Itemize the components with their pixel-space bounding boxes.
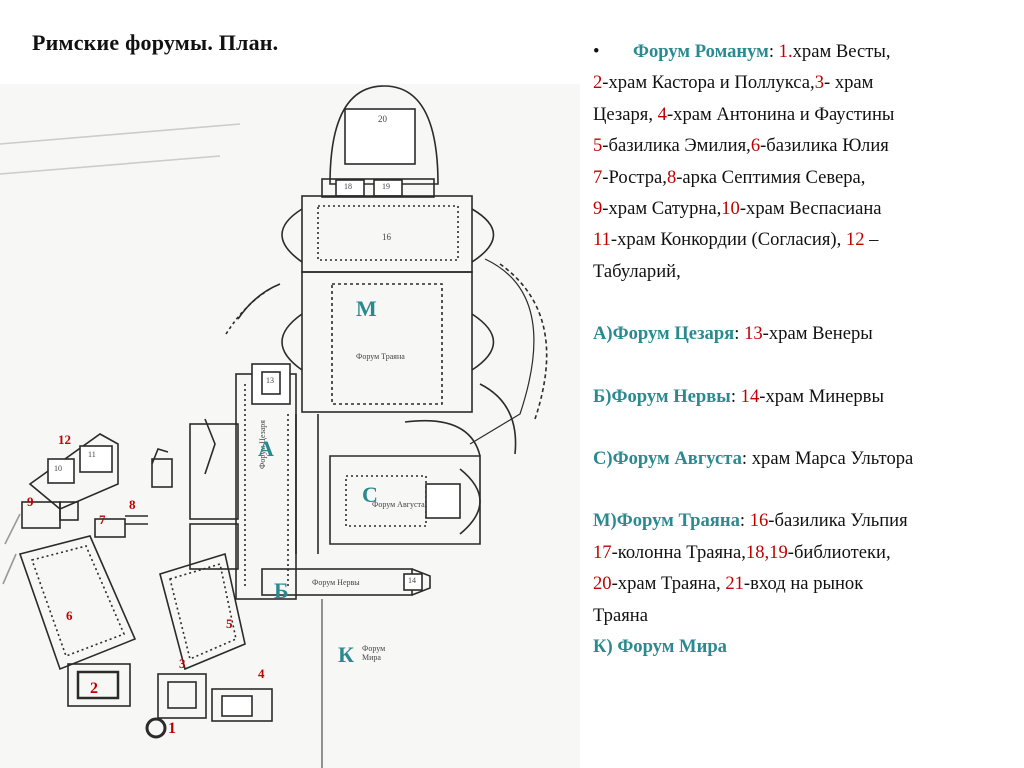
plan-number-6: 6 [66, 608, 73, 623]
plan-label-forum-mira-1: Форум [362, 644, 386, 653]
legend-romanum-line-3: Цезаря, 4-храм Антонина и Фаустины [593, 99, 1013, 130]
plan-letter-k: К [338, 642, 354, 667]
plan-label-10: 10 [54, 464, 62, 473]
plan-letter-a: А [258, 436, 274, 461]
plan-label-18: 18 [344, 182, 352, 191]
plan-number-8: 8 [129, 497, 136, 512]
legend-num: 20 [593, 573, 612, 595]
legend-nerva: Б)Форум Нервы: 14-храм Минервы [593, 381, 1013, 412]
legend-num: 8 [666, 166, 677, 188]
legend-num: 21 [725, 573, 744, 595]
plan-number-5: 5 [226, 616, 233, 631]
legend-text: -колонна Траяна, [611, 541, 746, 563]
legend-trajan-line-4: Траяна [593, 604, 648, 626]
legend-peace-header: К) Форум Мира [593, 636, 727, 658]
forum-plan-drawing [0, 84, 580, 768]
legend-augustus-header: С)Форум Августа [593, 448, 742, 470]
plan-label-16: 16 [382, 232, 391, 242]
legend-num: 4 [657, 103, 667, 125]
plan-letter-m: М [356, 296, 377, 321]
legend-num: 2 [593, 72, 603, 94]
legend-text: храм Весты, [792, 41, 891, 62]
legend-augustus: С)Форум Августа: храм Марса Ультора [593, 443, 1013, 474]
plan-label-forum-nervy: Форум Нервы [312, 578, 360, 587]
legend-text: : [730, 385, 741, 407]
legend-trajan-header: М)Форум Траяна [593, 510, 740, 532]
legend-text: -храм Конкордии (Согласия), [610, 229, 846, 251]
plan-number-1: 1 [168, 720, 176, 737]
plan-label-13: 13 [266, 376, 274, 385]
legend-text: -арка Септимия Севера, [676, 166, 866, 188]
legend-num: 18,19 [745, 541, 788, 563]
legend-text: -базилика Юлия [760, 135, 889, 157]
legend-text: -храм Кастора и Поллукса, [602, 72, 815, 94]
legend-num: 5 [593, 135, 603, 157]
legend-romanum-header: Форум Романум [633, 41, 769, 62]
legend-text: -храм Минервы [759, 385, 884, 407]
legend-text: -храм Антонина и Фаустины [666, 103, 895, 125]
legend-romanum-line-6: 9-храм Сатурна,10-храм Веспасиана [593, 193, 1013, 224]
plan-number-3: 3 [179, 656, 186, 671]
plan-label-forum-traiana: Форум Траяна [356, 352, 405, 361]
legend-num: 17 [593, 541, 612, 563]
plan-label-11: 11 [88, 450, 96, 459]
legend-text: : [734, 323, 745, 345]
temple-trajan [329, 85, 439, 185]
plan-letter-c: С [362, 482, 378, 507]
legend-num: 3 [814, 72, 824, 94]
legend-num: 13 [744, 323, 763, 345]
legend-peace: К) Форум Мира [593, 631, 1013, 662]
legend-romanum-line-8: Табуларий, [593, 260, 681, 282]
legend-text: – [864, 229, 879, 251]
plan-label-19: 19 [382, 182, 390, 191]
legend-text: -храм Сатурна, [602, 198, 722, 220]
plan-number-4: 4 [258, 666, 265, 681]
legend-caesar: А)Форум Цезаря: 13-храм Венеры [593, 318, 1013, 349]
legend-romanum-line-1: •Форум Романум: 1.храм Весты, [593, 36, 1013, 67]
legend-trajan-line-2: 17-колонна Траяна,18,19-библиотеки, [593, 537, 1013, 568]
legend-num: 10 [721, 198, 740, 220]
legend-text: -Ростра, [602, 166, 667, 188]
legend: • Форум Романум: 1.храм Весты, 2-храм Кас… [593, 36, 1013, 663]
plan-number-12: 12 [58, 432, 71, 447]
legend-romanum-line-4: 5-базилика Эмилия,6-базилика Юлия [593, 130, 1013, 161]
legend-text: : [739, 510, 750, 532]
legend-romanum-line-5: 7-Ростра,8-арка Септимия Севера, [593, 162, 1013, 193]
plan-label-forum-augusta: Форум Августа [372, 500, 425, 509]
legend-text: - храм [823, 72, 874, 94]
legend-trajan-line-3: 20-храм Траяна, 21-вход на рынок [593, 568, 1013, 599]
legend-text: Цезаря, [593, 103, 658, 125]
legend-num: 11 [593, 229, 611, 251]
legend-romanum-line-2: 2-храм Кастора и Поллукса,3- храм [593, 67, 1013, 98]
legend-num: 6 [750, 135, 761, 157]
forum-plan: 20 16 18 19 13 14 10 11 Форум Траяна Фор… [0, 84, 580, 768]
legend-caesar-header: А)Форум Цезаря [593, 323, 735, 345]
legend-romanum-line-7: 11-храм Конкордии (Согласия), 12 – [593, 224, 1013, 255]
bullet: • [593, 41, 600, 62]
legend-text: -храм Веспасиана [739, 198, 882, 220]
legend-text: -базилика Эмилия, [602, 135, 751, 157]
legend-num: 14 [740, 385, 760, 407]
legend-text: -библиотеки, [787, 541, 891, 563]
plan-letter-b: Б [274, 578, 289, 603]
plan-number-9: 9 [27, 494, 34, 509]
legend-num: 7 [593, 166, 603, 188]
legend-num: 9 [593, 198, 603, 220]
legend-text: -храм Траяна, [611, 573, 726, 595]
legend-num: 1. [778, 41, 793, 62]
legend-nerva-header: Б)Форум Нервы [593, 385, 731, 407]
plan-number-7: 7 [99, 512, 106, 527]
legend-text: -базилика Ульпия [768, 510, 908, 532]
plan-label-14: 14 [408, 576, 416, 585]
legend-num: 12 [845, 229, 865, 251]
legend-text: -храм Венеры [762, 323, 873, 345]
legend-trajan-line-1: М)Форум Траяна: 16-базилика Ульпия [593, 505, 1013, 536]
slide-title: Римские форумы. План. [32, 30, 279, 55]
legend-num: 16 [749, 510, 769, 532]
plan-label-forum-mira-2: Мира [362, 653, 381, 662]
legend-text: : храм Марса Ультора [741, 448, 914, 470]
legend-text: -вход на рынок [743, 573, 864, 595]
plan-label-20: 20 [378, 114, 387, 124]
plan-number-2: 2 [90, 680, 98, 697]
